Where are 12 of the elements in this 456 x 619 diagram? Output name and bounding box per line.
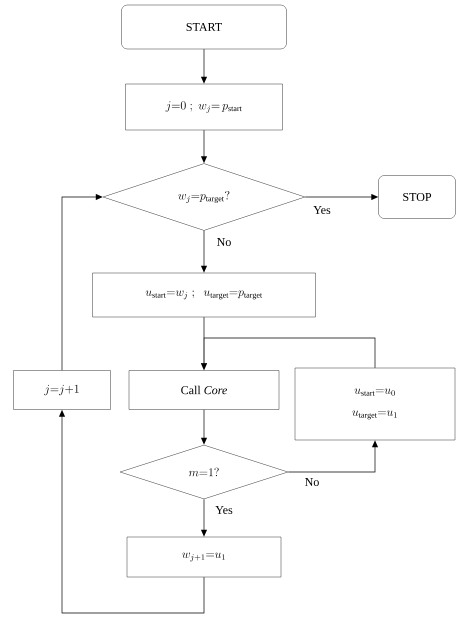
edge-label: No	[304, 477, 320, 487]
process-box: $w_{j+1}{=}u_1$	[126, 536, 282, 578]
process-box: $j{=}0\;;\;w_j{=}\,p_{\mathrm{start}}$	[125, 84, 283, 130]
edge-label: Yes	[214, 505, 234, 515]
edge-label: No	[216, 237, 232, 247]
process-box: $j{=}j{+}1$	[13, 370, 111, 410]
terminal-box: START	[121, 4, 287, 50]
process-box: Call Core	[128, 370, 280, 410]
edge-label: Yes	[312, 205, 332, 215]
process-box: $u_{\mathrm{start}}{=}w_j\;;\;\;u_{\mathrm{target}}{=}p_{\mathrm{target}}$	[92, 272, 316, 318]
process-box: $u_{\mathrm{start}}{=}u_0$ $u_{\mathrm{target}}{=}u_1$	[294, 368, 456, 440]
terminal-box: STOP	[378, 175, 456, 219]
